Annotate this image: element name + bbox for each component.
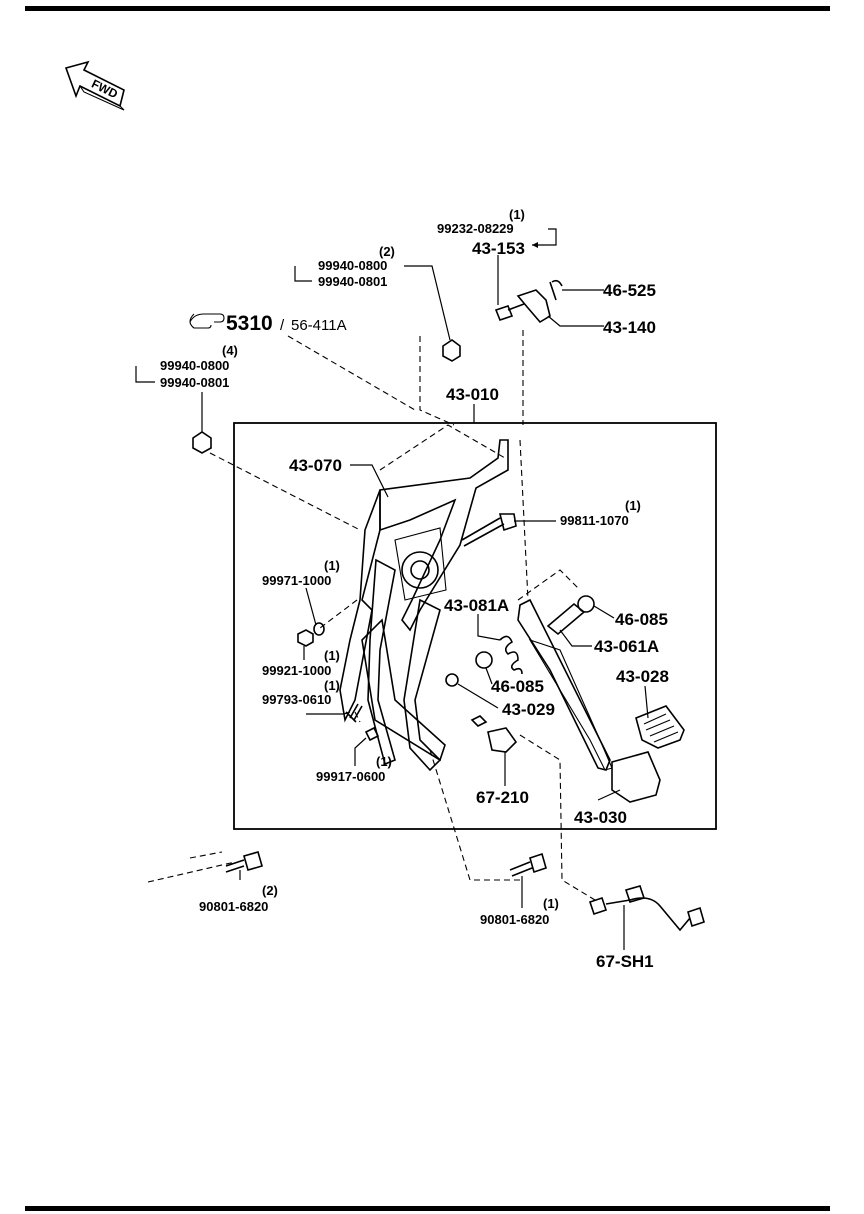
small-parts xyxy=(192,279,705,932)
top-border-rule xyxy=(25,6,830,11)
callout-qty: (1) xyxy=(324,558,340,573)
nut-99940-left xyxy=(192,431,212,454)
callout-part-number: 99232-08229 xyxy=(437,221,514,236)
callout-part-number: 43-061A xyxy=(594,637,659,656)
callout-qty: (1) xyxy=(324,678,340,693)
callout-part-number: 43-140 xyxy=(603,318,656,337)
nut-99921 xyxy=(297,629,314,647)
ref-number: 5310 xyxy=(226,312,273,335)
callout-part-number: 43-153 xyxy=(472,239,525,258)
callout-part-number: 67-210 xyxy=(476,788,529,807)
bushing-46-085-lower xyxy=(475,651,493,669)
ref-sub: 56-411A xyxy=(291,317,347,334)
pedal-arm xyxy=(367,558,442,772)
callout-part-number: 43-081A xyxy=(444,596,509,615)
callout-part-number: 99940-0800 xyxy=(160,358,229,373)
callout-part-number: 99921-1000 xyxy=(262,663,331,678)
callout-part-number: 43-028 xyxy=(616,667,669,686)
bottom-border-rule xyxy=(25,1206,830,1211)
spring-43-081A xyxy=(499,635,523,675)
stopper-43-029 xyxy=(445,673,459,687)
harness-connector-a xyxy=(588,896,608,916)
callout-qty: (2) xyxy=(379,244,395,259)
callout-qty: (1) xyxy=(625,498,641,513)
nut-99917 xyxy=(364,726,380,742)
callout-part-number: 99940-0801 xyxy=(160,375,229,390)
callout-part-number: 67-SH1 xyxy=(596,952,654,971)
callout-part-number: 99971-1000 xyxy=(262,573,331,588)
fwd-arrow-icon: FWD xyxy=(64,60,125,111)
bolt-43-153 xyxy=(494,303,525,321)
callout-part-number: 43-029 xyxy=(502,700,555,719)
bolt-90801-left xyxy=(225,851,263,873)
bolt-99811-1070 xyxy=(461,513,517,547)
assembly-box xyxy=(233,422,717,830)
callout-part-number: 99811-1070 xyxy=(560,513,629,528)
callout-part-number: 99940-0801 xyxy=(318,274,387,289)
callout-qty: (2) xyxy=(262,883,278,898)
nut-99940-top xyxy=(442,339,461,362)
callout-qty: (1) xyxy=(509,207,525,222)
harness-connector-b xyxy=(624,885,646,903)
callout-part-number: 46-085 xyxy=(615,610,668,629)
pedal-bracket xyxy=(339,439,509,762)
callout-qty: (4) xyxy=(222,343,238,358)
dashed-guides xyxy=(147,330,596,901)
callout-labels: (1) 99232-08229 43-153 46-525 43-140 (2)… xyxy=(160,207,669,971)
callout-qty: (1) xyxy=(543,896,559,911)
harness-wire xyxy=(605,897,691,932)
bolt-90801-right xyxy=(509,852,547,877)
callout-part-number: 90801-6820 xyxy=(199,899,268,914)
brake-pedal xyxy=(517,598,661,803)
callout-part-number: 90801-6820 xyxy=(480,912,549,927)
washer-99971 xyxy=(313,622,325,636)
leader-lines xyxy=(135,228,649,950)
switch-67-210 xyxy=(487,727,518,753)
callout-part-number: 46-085 xyxy=(491,677,544,696)
brake-pedal-pad xyxy=(611,751,661,803)
bushing-46-085-upper xyxy=(577,595,595,613)
callout-part-number: 43-070 xyxy=(289,456,342,475)
harness-connector-c xyxy=(687,906,705,928)
pedal-pad-rubber xyxy=(635,705,685,749)
callout-part-number: 99793-0610 xyxy=(262,692,331,707)
stud-99793 xyxy=(345,703,363,723)
ref-separator: / xyxy=(280,317,285,334)
assembly-label: 43-010 xyxy=(446,385,499,404)
pointing-hand-icon xyxy=(189,313,225,329)
callout-part-number: 46-525 xyxy=(603,281,656,300)
callout-qty: (1) xyxy=(324,648,340,663)
callout-part-number: 99917-0600 xyxy=(316,769,385,784)
clip-43-140 xyxy=(516,289,551,324)
reference-callout: 5310 / 56-411A xyxy=(189,312,347,335)
callout-part-number: 43-030 xyxy=(574,808,627,827)
callout-part-number: 99940-0800 xyxy=(318,258,387,273)
pin-46-525 xyxy=(549,279,563,301)
callout-qty: (1) xyxy=(376,754,392,769)
